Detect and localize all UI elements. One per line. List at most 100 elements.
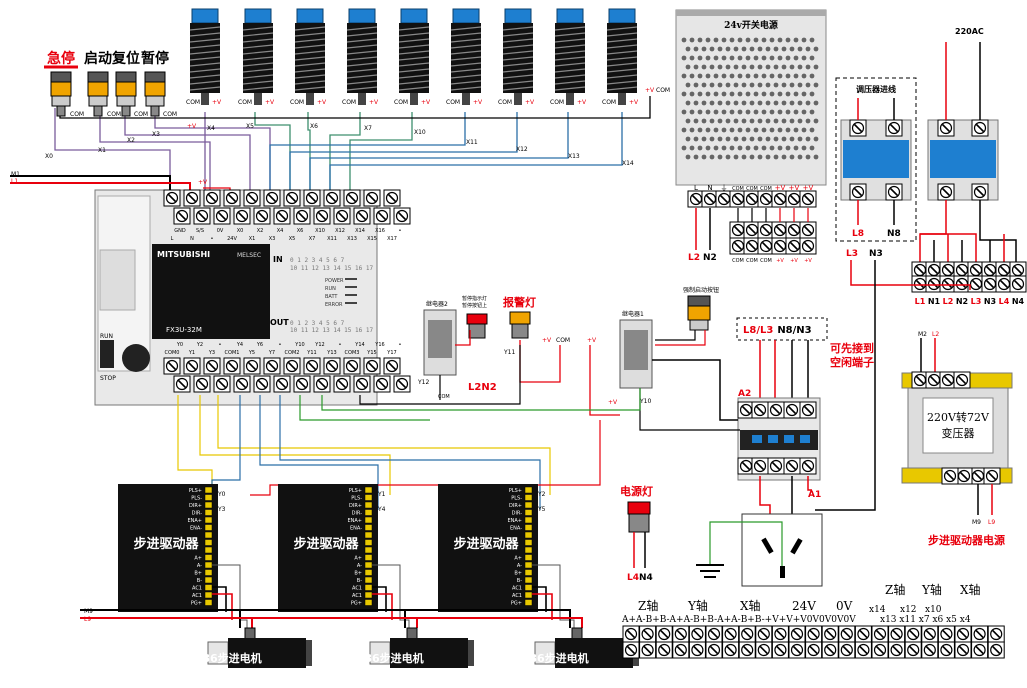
strip-terminal (705, 625, 723, 643)
vent-hole (801, 73, 807, 79)
plc-bot2-label-8: Y13 (326, 350, 336, 356)
breaker-label-4: L3 (971, 297, 982, 306)
sensor-row: COM +V COM +V COM +V COM +V COM +V COM +… (11, 8, 670, 186)
strip-terminal (788, 625, 806, 643)
vent-hole (689, 127, 695, 133)
vent-hole (713, 145, 719, 151)
breaker-label-1: N1 (928, 297, 941, 306)
vent-hole (713, 109, 719, 115)
driver-pls-label: Y0 (217, 491, 226, 498)
driver-pin (204, 509, 213, 516)
plc-top2-label-7: X7 (309, 236, 316, 242)
plc-out-nums2: 10 11 12 13 14 15 16 17 (290, 327, 373, 334)
plc-bot2-label-9: COM3 (345, 350, 360, 356)
vent-hole (749, 64, 755, 70)
l2-label: L2 (688, 253, 700, 263)
vent-hole (737, 73, 743, 79)
plc-top-terminal (283, 189, 301, 207)
plc-top-label-3: X0 (237, 228, 244, 234)
vent-hole (737, 145, 743, 151)
strip-terminal (954, 641, 972, 659)
l9-motor-label: L9 (84, 616, 91, 623)
strip-terminal (854, 641, 873, 659)
vent-hole (697, 73, 703, 79)
pv-label: +V (473, 99, 483, 106)
relay2-l2n2-label: L2N2 (468, 382, 497, 393)
alarm-light-label: 报警灯 (503, 295, 536, 309)
pv-label: +V (187, 123, 197, 130)
supply-block-label-5: +V (804, 258, 812, 264)
driver-pin (204, 569, 213, 576)
pv-label: +V (587, 337, 597, 344)
vent-hole (749, 136, 755, 142)
plc-top-label-2: 0V (217, 228, 224, 234)
vent-hole (785, 109, 791, 115)
plc-top2-label-0: L (171, 236, 174, 242)
driver-pin-label: AC1 (512, 586, 522, 592)
force-start-label: 强制启动按钮 (683, 286, 719, 294)
plc-top-terminal (173, 207, 191, 225)
strip-terminal (987, 625, 1006, 643)
plc-top-label-7: X10 (315, 228, 325, 234)
plc-top-terminal (183, 189, 201, 207)
pv-label: +V (525, 99, 535, 106)
plc-bot-terminal (313, 375, 331, 393)
pause-button[interactable] (144, 71, 166, 117)
plc-top-label-8: X12 (335, 228, 345, 234)
plc-top-terminal (253, 207, 271, 225)
driver-pin-label: A+ (354, 556, 362, 562)
breaker-label-6: L4 (999, 297, 1010, 306)
n8-label: N8 (887, 229, 901, 239)
plc-top-terminal (323, 189, 341, 207)
vent-hole (765, 118, 771, 124)
strip-terminal (970, 641, 989, 659)
plc-bot2-label-0: COM0 (165, 350, 180, 356)
plc-bot-label-5: • (279, 342, 282, 348)
vent-hole (765, 154, 771, 160)
plc-top2-label-5: X3 (269, 236, 276, 242)
supply-term-label-4: COM (746, 186, 758, 192)
plc-bot-terminal (233, 375, 251, 393)
vent-hole (813, 136, 819, 142)
plc-bot-label-8: • (339, 342, 342, 348)
driver-pin (204, 599, 213, 606)
vent-hole (725, 100, 731, 106)
strip-0v: 0V (836, 599, 853, 613)
estop-button[interactable] (50, 71, 72, 117)
strip-terminal (920, 641, 939, 659)
driver-motor-wire (372, 564, 410, 628)
vent-hole (793, 127, 799, 133)
plc-bot-label-7: Y12 (314, 342, 324, 348)
strip-terminal (788, 641, 806, 659)
vent-hole (785, 127, 791, 133)
m9-motor-label: M9 (84, 608, 93, 615)
vent-hole (745, 73, 751, 79)
strip-terminal (754, 641, 773, 659)
vent-hole (793, 55, 799, 61)
reset-button[interactable] (115, 71, 137, 117)
vent-hole (733, 136, 739, 142)
driver-pin (364, 539, 373, 546)
middle-devices: 继电器2 暂停指示灯暂停按钮上 报警灯 Y11 Y12 L2N2 COM COM… (417, 286, 719, 416)
vent-hole (725, 46, 731, 52)
vent-hole (749, 82, 755, 88)
plc-top2-label-4: X1 (249, 236, 256, 242)
vent-hole (805, 100, 811, 106)
vent-hole (729, 73, 735, 79)
vent-hole (717, 64, 723, 70)
driver-dir-label: Y5 (537, 506, 546, 513)
vent-hole (689, 109, 695, 115)
plc-bot-terminal (343, 357, 361, 375)
idle-note: 可先接到空闲端子 (830, 341, 874, 369)
start-button[interactable] (87, 71, 109, 117)
plc-bot2-label-5: Y7 (268, 350, 275, 356)
vent-hole (689, 145, 695, 151)
driver-pin (364, 516, 373, 524)
vent-hole (745, 91, 751, 97)
driver-pin (364, 494, 373, 501)
driver-body (278, 484, 378, 612)
vent-hole (777, 37, 783, 43)
vent-hole (709, 46, 715, 52)
